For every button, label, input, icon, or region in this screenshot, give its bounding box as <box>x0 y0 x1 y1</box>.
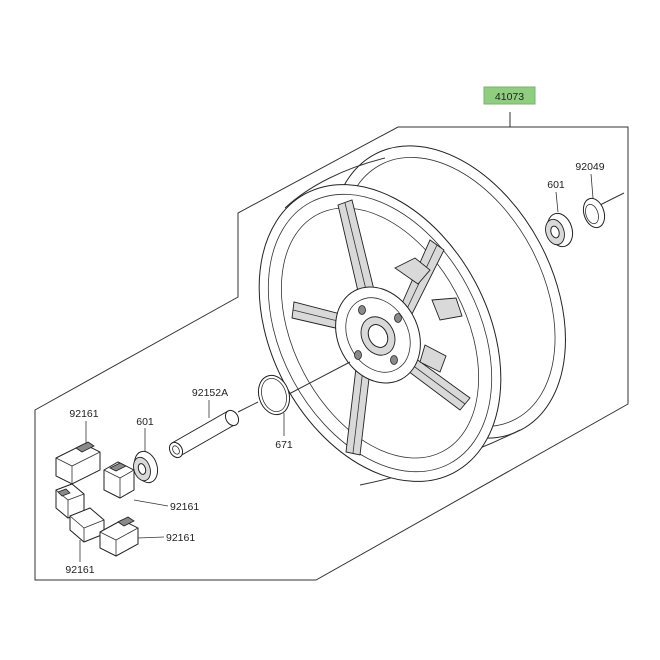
damper-mid-right-number[interactable]: 92161 <box>170 501 199 513</box>
collar[interactable] <box>167 408 241 460</box>
damper-top-number[interactable]: 92161 <box>69 408 98 420</box>
seal-right[interactable] <box>580 196 608 231</box>
seal-right-number[interactable]: 92049 <box>575 161 604 173</box>
assembly-part-number[interactable]: 41073 <box>495 91 524 103</box>
assembly-label-box[interactable] <box>483 86 536 105</box>
o-ring-number[interactable]: 671 <box>275 439 293 451</box>
damper-bottom-number[interactable]: 92161 <box>65 564 94 576</box>
o-ring[interactable] <box>254 371 295 418</box>
axle-line-right <box>599 192 625 206</box>
bearing-right[interactable] <box>542 210 576 250</box>
bearing-left-number[interactable]: 601 <box>136 416 154 428</box>
axle-line <box>286 361 351 396</box>
wheel <box>258 145 566 486</box>
axle-line-mid <box>237 401 259 413</box>
damper-low-right-leader <box>137 536 165 539</box>
damper-mid-right-leader <box>133 499 169 507</box>
seal-right-leader <box>590 173 594 199</box>
damper-mid-right[interactable] <box>103 461 135 499</box>
bearing-right-number[interactable]: 601 <box>547 179 565 191</box>
damper-bottom[interactable] <box>55 483 105 543</box>
damper-low-right[interactable] <box>99 516 139 557</box>
damper-top[interactable] <box>55 441 101 485</box>
bearing-right-leader <box>555 191 559 213</box>
collar-number[interactable]: 92152A <box>192 387 228 399</box>
bearing-left[interactable] <box>131 448 162 485</box>
damper-low-right-number[interactable]: 92161 <box>166 532 195 544</box>
assembly-boundary <box>34 112 629 581</box>
